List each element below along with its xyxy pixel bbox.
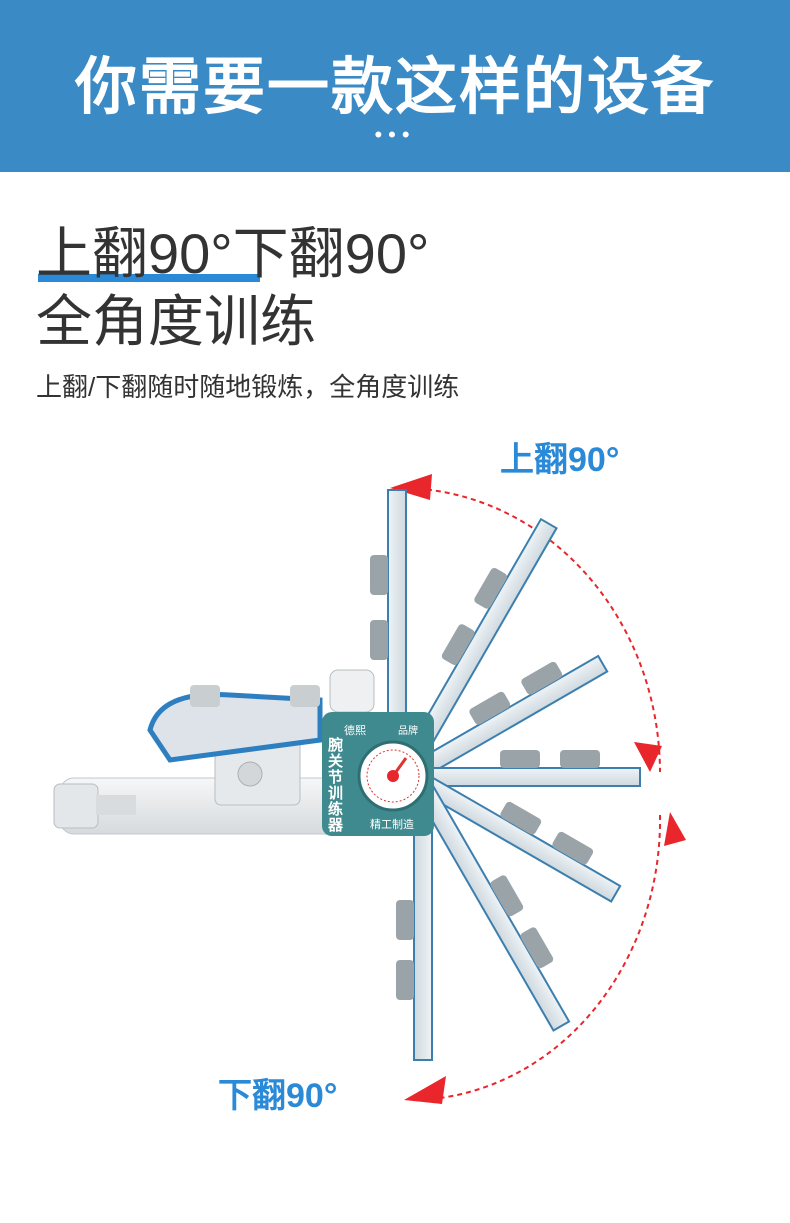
label-down: 下翻90°: [218, 1077, 338, 1115]
device-title-lines: 腕 关 节 训 练 器: [327, 736, 344, 834]
headline-line1: 上翻90°下翻90°: [36, 222, 430, 285]
arrow-down-head: [404, 1076, 446, 1104]
wrist-trainer-illustration: 德熙 品牌 腕 关 节 训 练 器 精工制造: [53, 474, 686, 1104]
arrow-right-head-2: [664, 812, 686, 846]
up-rotation-arc: [399, 487, 661, 773]
device-brand: 德熙: [344, 723, 366, 737]
label-up: 上翻90°: [500, 441, 620, 479]
headline-underline: [38, 274, 260, 282]
headline-line2: 全角度训练: [36, 290, 316, 353]
device-base: [53, 669, 375, 835]
header-banner: 你需要一款这样的设备 •••: [0, 0, 790, 172]
down-rotation-arc: [409, 814, 662, 1101]
gauge-panel: 德熙 品牌 腕 关 节 训 练 器 精工制造: [322, 712, 434, 836]
svg-text:腕: 腕: [328, 736, 343, 754]
banner-dots: •••: [374, 122, 416, 147]
svg-text:节: 节: [328, 768, 343, 786]
device-footer: 精工制造: [370, 817, 414, 831]
svg-text:器: 器: [327, 816, 344, 834]
svg-text:关: 关: [328, 752, 343, 770]
svg-text:练: 练: [328, 800, 343, 818]
arrow-right-head: [634, 742, 662, 772]
arrow-up-head: [390, 474, 432, 500]
svg-text:训: 训: [328, 784, 343, 802]
subtext: 上翻/下翻随时随地锻炼，全角度训练: [36, 372, 460, 402]
device-brand-tag: 品牌: [398, 724, 418, 737]
banner-title: 你需要一款这样的设备: [74, 53, 715, 122]
